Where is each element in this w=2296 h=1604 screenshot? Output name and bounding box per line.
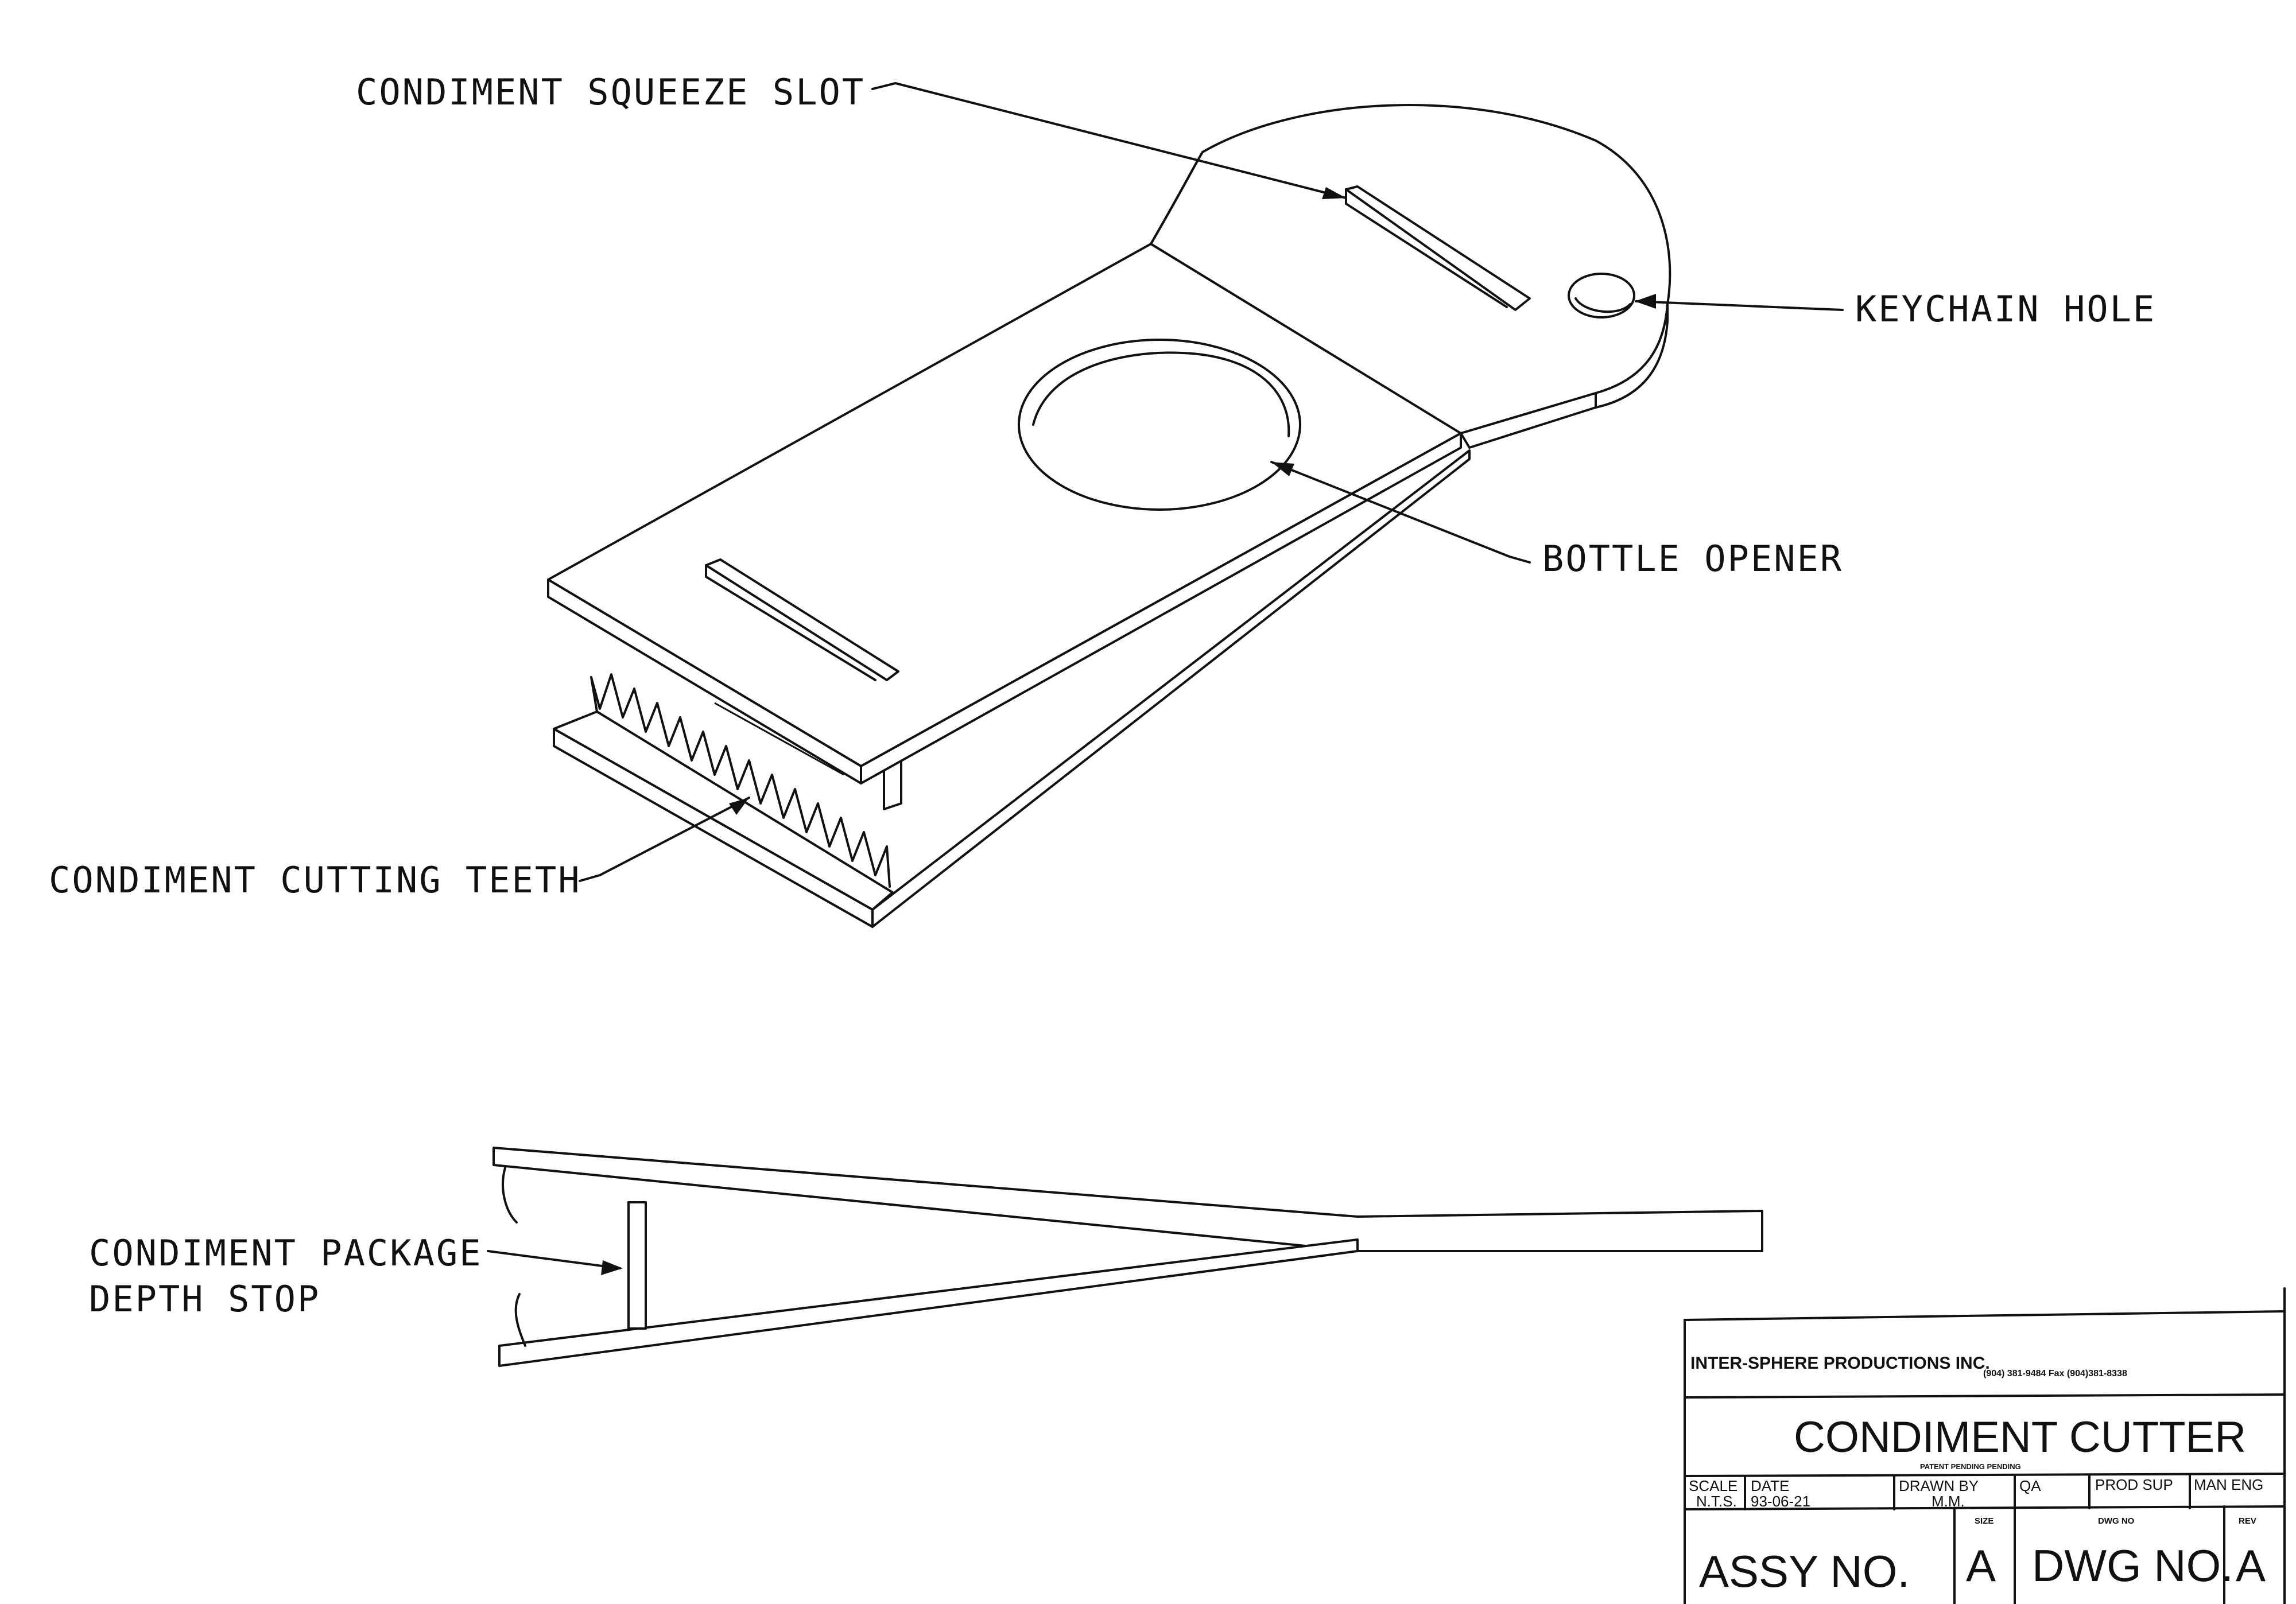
tb-prod-sup-label: PROD SUP [2095,1476,2173,1493]
leader-lines [487,82,1844,1275]
tb-assy-no: ASSY NO. [1699,1546,1910,1597]
isometric-view [547,104,1671,928]
arrowhead [1271,462,1294,476]
side-view [492,1147,1763,1367]
title-block: INTER-SPHERE PRODUCTIONS INC. (904) 381-… [1684,1287,2286,1604]
tb-dwg-no-small-label: DWG NO [2098,1516,2135,1526]
squeeze-slot-plate [705,558,899,681]
cutting-teeth [590,673,891,888]
tb-rev-label: REV [2239,1516,2256,1526]
arrowhead [601,1260,623,1275]
arrowhead [1322,187,1346,199]
tb-rev-value: A [2236,1540,2266,1591]
tb-dwg-no: DWG NO. [2032,1540,2233,1591]
tb-patent: PATENT PENDING PENDING [1920,1462,2021,1471]
tb-drawn-by-value: M.M. [1932,1493,1965,1510]
tb-size-label: SIZE [1975,1516,1994,1526]
tb-scale-label: SCALE [1689,1477,1737,1494]
tb-title: CONDIMENT CUTTER [1794,1413,2246,1462]
squeeze-slot-head [1345,185,1531,311]
label-depth-stop-line2: DEPTH STOP [89,1278,320,1320]
label-depth-stop-line1: CONDIMENT PACKAGE [89,1232,483,1274]
keychain-hole [1568,273,1635,319]
tb-date-value: 93-06-21 [1751,1493,1810,1510]
label-condiment-cutting-teeth: CONDIMENT CUTTING TEETH [49,859,581,901]
tb-scale-value: N.T.S. [1696,1493,1737,1510]
tb-phone: (904) 381-9484 Fax (904)381-8338 [1983,1369,2127,1378]
label-bottle-opener: BOTTLE OPENER [1542,538,1843,580]
tb-size-value: A [1966,1540,1996,1591]
label-keychain-hole: KEYCHAIN HOLE [1855,288,2156,330]
arrowhead [1635,294,1656,309]
label-condiment-squeeze-slot: CONDIMENT SQUEEZE SLOT [356,71,865,113]
tb-man-eng-label: MAN ENG [2194,1476,2263,1493]
arrowhead [729,798,749,815]
bottle-opener-hole [1018,339,1301,511]
tb-drawn-by-label: DRAWN BY [1899,1477,1979,1494]
tb-qa-label: QA [2019,1477,2041,1494]
tb-company: INTER-SPHERE PRODUCTIONS INC. [1690,1354,1990,1373]
tb-date-label: DATE [1751,1477,1789,1494]
